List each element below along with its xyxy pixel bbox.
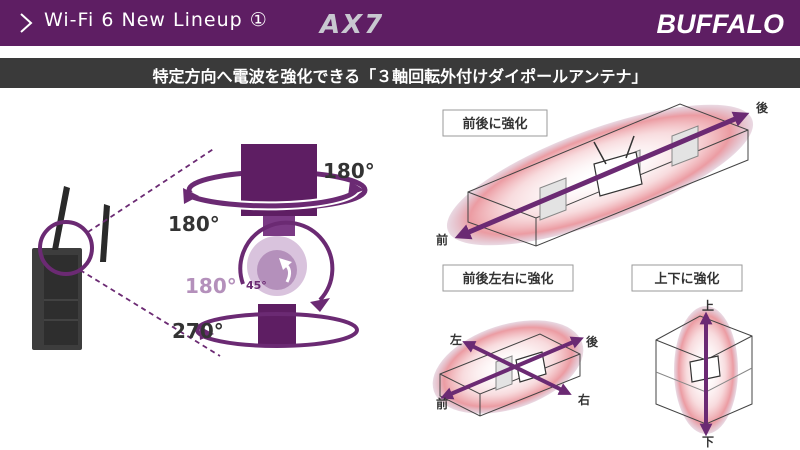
chevron-right-icon [20,13,33,33]
top-rotation-label: 180° [323,159,375,183]
four-way-panel: 前後左右に強化 左 後 前 右 [432,264,599,417]
vertical-panel: 上下に強化 上 下 [631,264,753,449]
antenna-rotation-diagram: 180° 180° 180° 45° 270° [168,144,375,348]
antenna-highlight-ring [38,220,94,276]
base-rotation-arrow [195,312,359,348]
panel-title-box [631,264,743,292]
header-bar: Wi-Fi 6 New Lineup ① AX7 BUFFALO [0,0,800,46]
left-rotation-label: 180° [168,212,220,236]
down-label: 下 [702,435,714,449]
brand-logo: BUFFALO [657,9,785,39]
left-label: 左 [449,332,462,347]
series-logo: AX7 [318,10,384,38]
svg-text:AX7: AX7 [318,10,384,38]
up-label: 上 [702,298,714,313]
front-back-arrow [454,111,750,240]
router-illustration [32,147,221,357]
page-subtitle: 特定方向へ電波を強化できる「３軸回転外付けダイポールアンテナ」 [152,67,648,86]
back-label: 後 [586,334,599,349]
router-antenna-left [52,186,70,250]
left-right-arrow [462,341,572,395]
header-title: Wi-Fi 6 New Lineup ① [44,9,268,31]
tilt-angle-label: 45° [246,279,267,292]
antenna-figure: 180° 180° 180° 45° 270° 前後に強化 前 後 前後左右に強… [32,100,769,449]
back-label: 後 [756,100,769,115]
panel-title: 上下に強化 [654,271,719,287]
panel-title-box [442,264,574,292]
front-label: 前 [436,396,448,411]
panel-title: 前後左右に強化 [462,271,553,287]
subtitle-bar: 特定方向へ電波を強化できる「３軸回転外付けダイポールアンテナ」 [0,58,800,88]
front-label: 前 [436,232,448,247]
tilt-rotation-arrow [238,220,335,302]
base-rotation-label: 270° [172,319,224,343]
router-antenna-right [100,204,110,262]
front-back-panel: 前後に強化 前 後 [436,100,769,247]
mid-rotation-label: 180° [185,274,237,298]
right-label: 右 [577,392,590,407]
panel-title: 前後に強化 [462,116,527,132]
svg-text:BUFFALO: BUFFALO [657,9,785,39]
